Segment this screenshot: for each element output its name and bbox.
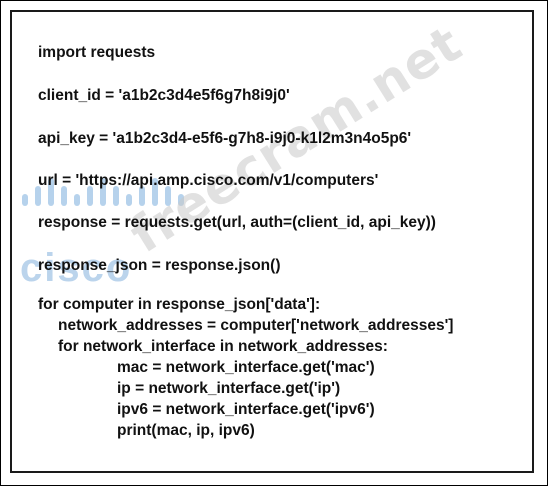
code-line-for-interface: for network_interface in network_address… [58, 338, 388, 355]
code-line-client-id: client_id = 'a1b2c3d4e5f6g7h8i9j0' [38, 87, 290, 104]
cisco-logo-watermark: cisco [20, 246, 133, 290]
code-line-response-json: response_json = response.json() [38, 257, 281, 274]
code-line-ip: ip = network_interface.get('ip') [117, 380, 341, 397]
code-line-import: import requests [38, 44, 156, 61]
code-line-ipv6: ipv6 = network_interface.get('ipv6') [117, 401, 375, 418]
code-panel [10, 10, 534, 473]
code-line-api-key: api_key = 'a1b2c3d4-e5f6-g7h8-i9j0-k1l2m… [38, 130, 412, 147]
code-line-print: print(mac, ip, ipv6) [117, 422, 255, 439]
code-line-network-addresses: network_addresses = computer['network_ad… [58, 317, 454, 334]
code-line-for-computer: for computer in response_json['data']: [38, 296, 321, 313]
code-line-mac: mac = network_interface.get('mac') [117, 359, 375, 376]
code-line-response: response = requests.get(url, auth=(clien… [38, 214, 436, 231]
code-line-url: url = 'https://api.amp.cisco.com/v1/comp… [38, 172, 379, 189]
